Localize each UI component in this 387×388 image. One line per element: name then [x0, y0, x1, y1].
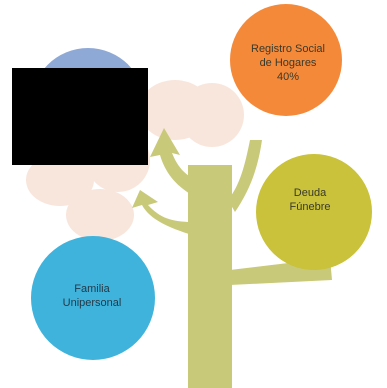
deuda-funebre-bubble [256, 154, 372, 270]
familia-unipersonal-label: Familia Unipersonal [62, 283, 122, 309]
redaction-box [12, 68, 148, 165]
petal-decoration [26, 80, 244, 241]
registro-social-label: Registro Social de Hogares 40% [251, 43, 325, 83]
registro-social-bubble [230, 4, 342, 116]
tree-trunk [132, 128, 332, 388]
familia-unipersonal-bubble [31, 236, 155, 360]
deuda-funebre-label: Deuda Fúnebre [289, 187, 331, 213]
